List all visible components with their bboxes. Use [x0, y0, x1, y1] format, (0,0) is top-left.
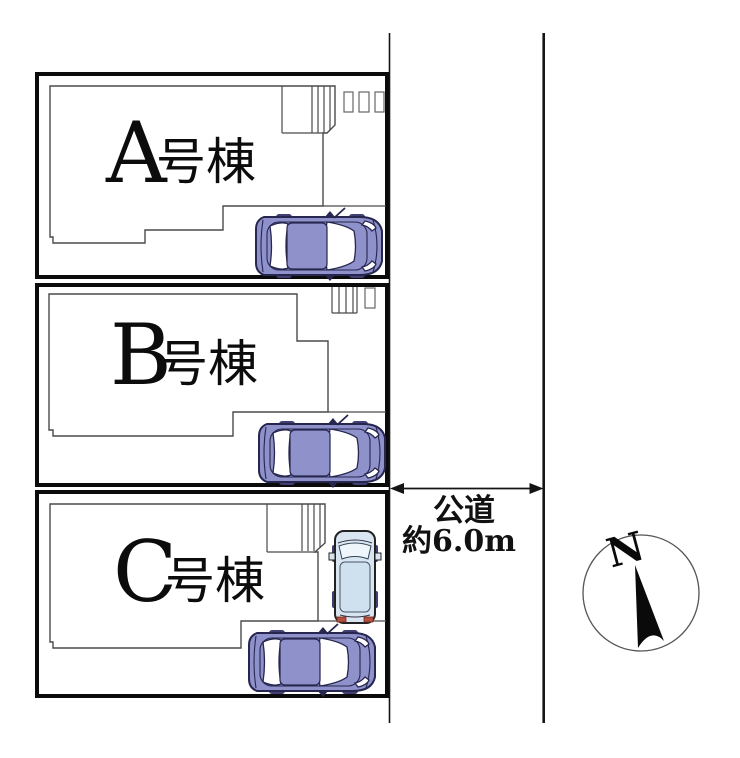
lot-a: A 号棟: [35, 72, 389, 282]
lot-b-label-letter: B: [110, 306, 172, 404]
lot-a-building-outline: [49, 85, 336, 244]
lot-a-windows: [343, 91, 385, 113]
lot-c-entrance-steps: [266, 504, 321, 553]
lot-a-label-letter: A: [105, 104, 168, 202]
lot-b-sedan-car-icon: [258, 414, 386, 489]
north-arrow-icon: [635, 565, 664, 648]
compass: N: [582, 523, 700, 652]
road: [388, 33, 546, 723]
lot-c-label-letter: C: [113, 523, 177, 621]
lot-b-windows: [364, 287, 376, 309]
lot-c: C 号棟: [35, 490, 389, 698]
lot-a-sedan-car-icon: [255, 207, 383, 282]
lot-b: B 号棟: [35, 283, 389, 489]
lot-b-entrance-steps: [331, 287, 358, 314]
road-type-label: 公道: [433, 493, 495, 529]
lot-c-sedan-car-icon: [248, 623, 376, 698]
dimension-arrowhead-left: [390, 483, 404, 494]
lot-c-label-suffix: 号棟: [165, 552, 265, 610]
dimension-arrowhead-right: [529, 483, 544, 494]
lot-a-label-suffix: 号棟: [156, 133, 256, 191]
lot-a-entrance-steps: [281, 86, 331, 134]
road-dimension: 公道 約6.0m: [390, 483, 544, 559]
lot-c-building-outline: [49, 503, 326, 649]
road-width-label: 約6.0m: [402, 524, 516, 559]
lot-b-building-outline: [48, 293, 329, 437]
lot-b-label-suffix: 号棟: [158, 335, 258, 393]
lot-c-van-car-icon: [328, 530, 382, 624]
